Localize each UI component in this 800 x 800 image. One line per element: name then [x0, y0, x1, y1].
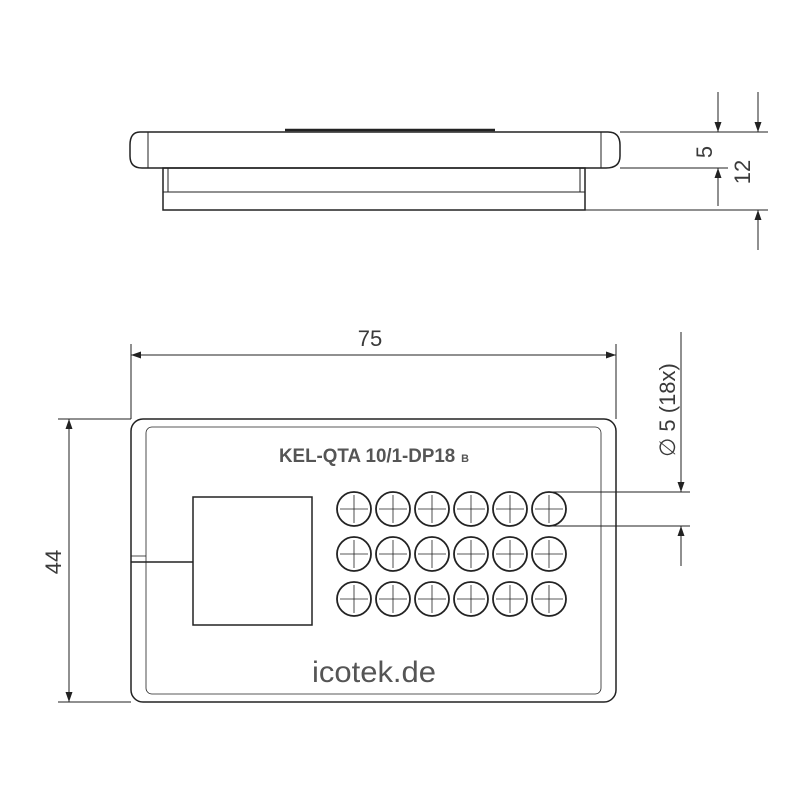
front-view-outline	[130, 418, 617, 703]
front-view-inner-outline	[145, 426, 602, 695]
cable-hole	[531, 581, 567, 617]
depth-dimension: 12	[585, 92, 768, 250]
flange-dimension: 5	[620, 92, 728, 206]
hole-grid	[336, 491, 567, 617]
cable-hole	[375, 491, 411, 527]
cable-hole	[492, 536, 528, 572]
cable-hole	[453, 491, 489, 527]
cable-hole	[492, 491, 528, 527]
brand-logo-text: icotek.de	[312, 656, 436, 689]
hole-dimension: ∅ 5 (18x)	[549, 332, 690, 566]
cable-hole	[531, 491, 567, 527]
cable-hole	[453, 536, 489, 572]
cable-hole	[375, 581, 411, 617]
hole-dim-label: ∅ 5 (18x)	[655, 363, 680, 457]
cable-hole	[375, 536, 411, 572]
cable-hole	[414, 536, 450, 572]
side-view-body	[162, 167, 586, 211]
square-opening	[192, 496, 313, 626]
cable-hole	[531, 536, 567, 572]
cable-hole	[336, 491, 372, 527]
width-dimension: 75	[130, 326, 617, 419]
cable-hole	[336, 536, 372, 572]
height-dim-label: 44	[41, 550, 66, 574]
side-view-flange	[129, 131, 621, 169]
cable-hole	[336, 581, 372, 617]
cable-hole	[453, 581, 489, 617]
side-view-flange-inner	[147, 132, 602, 168]
depth-dim-label: 12	[730, 160, 755, 184]
cable-hole	[414, 581, 450, 617]
cable-hole	[492, 581, 528, 617]
side-view	[129, 128, 621, 211]
flange-dim-label: 5	[692, 146, 717, 158]
width-dim-label: 75	[358, 326, 382, 351]
height-dimension: 44	[41, 418, 131, 703]
cable-hole	[414, 491, 450, 527]
